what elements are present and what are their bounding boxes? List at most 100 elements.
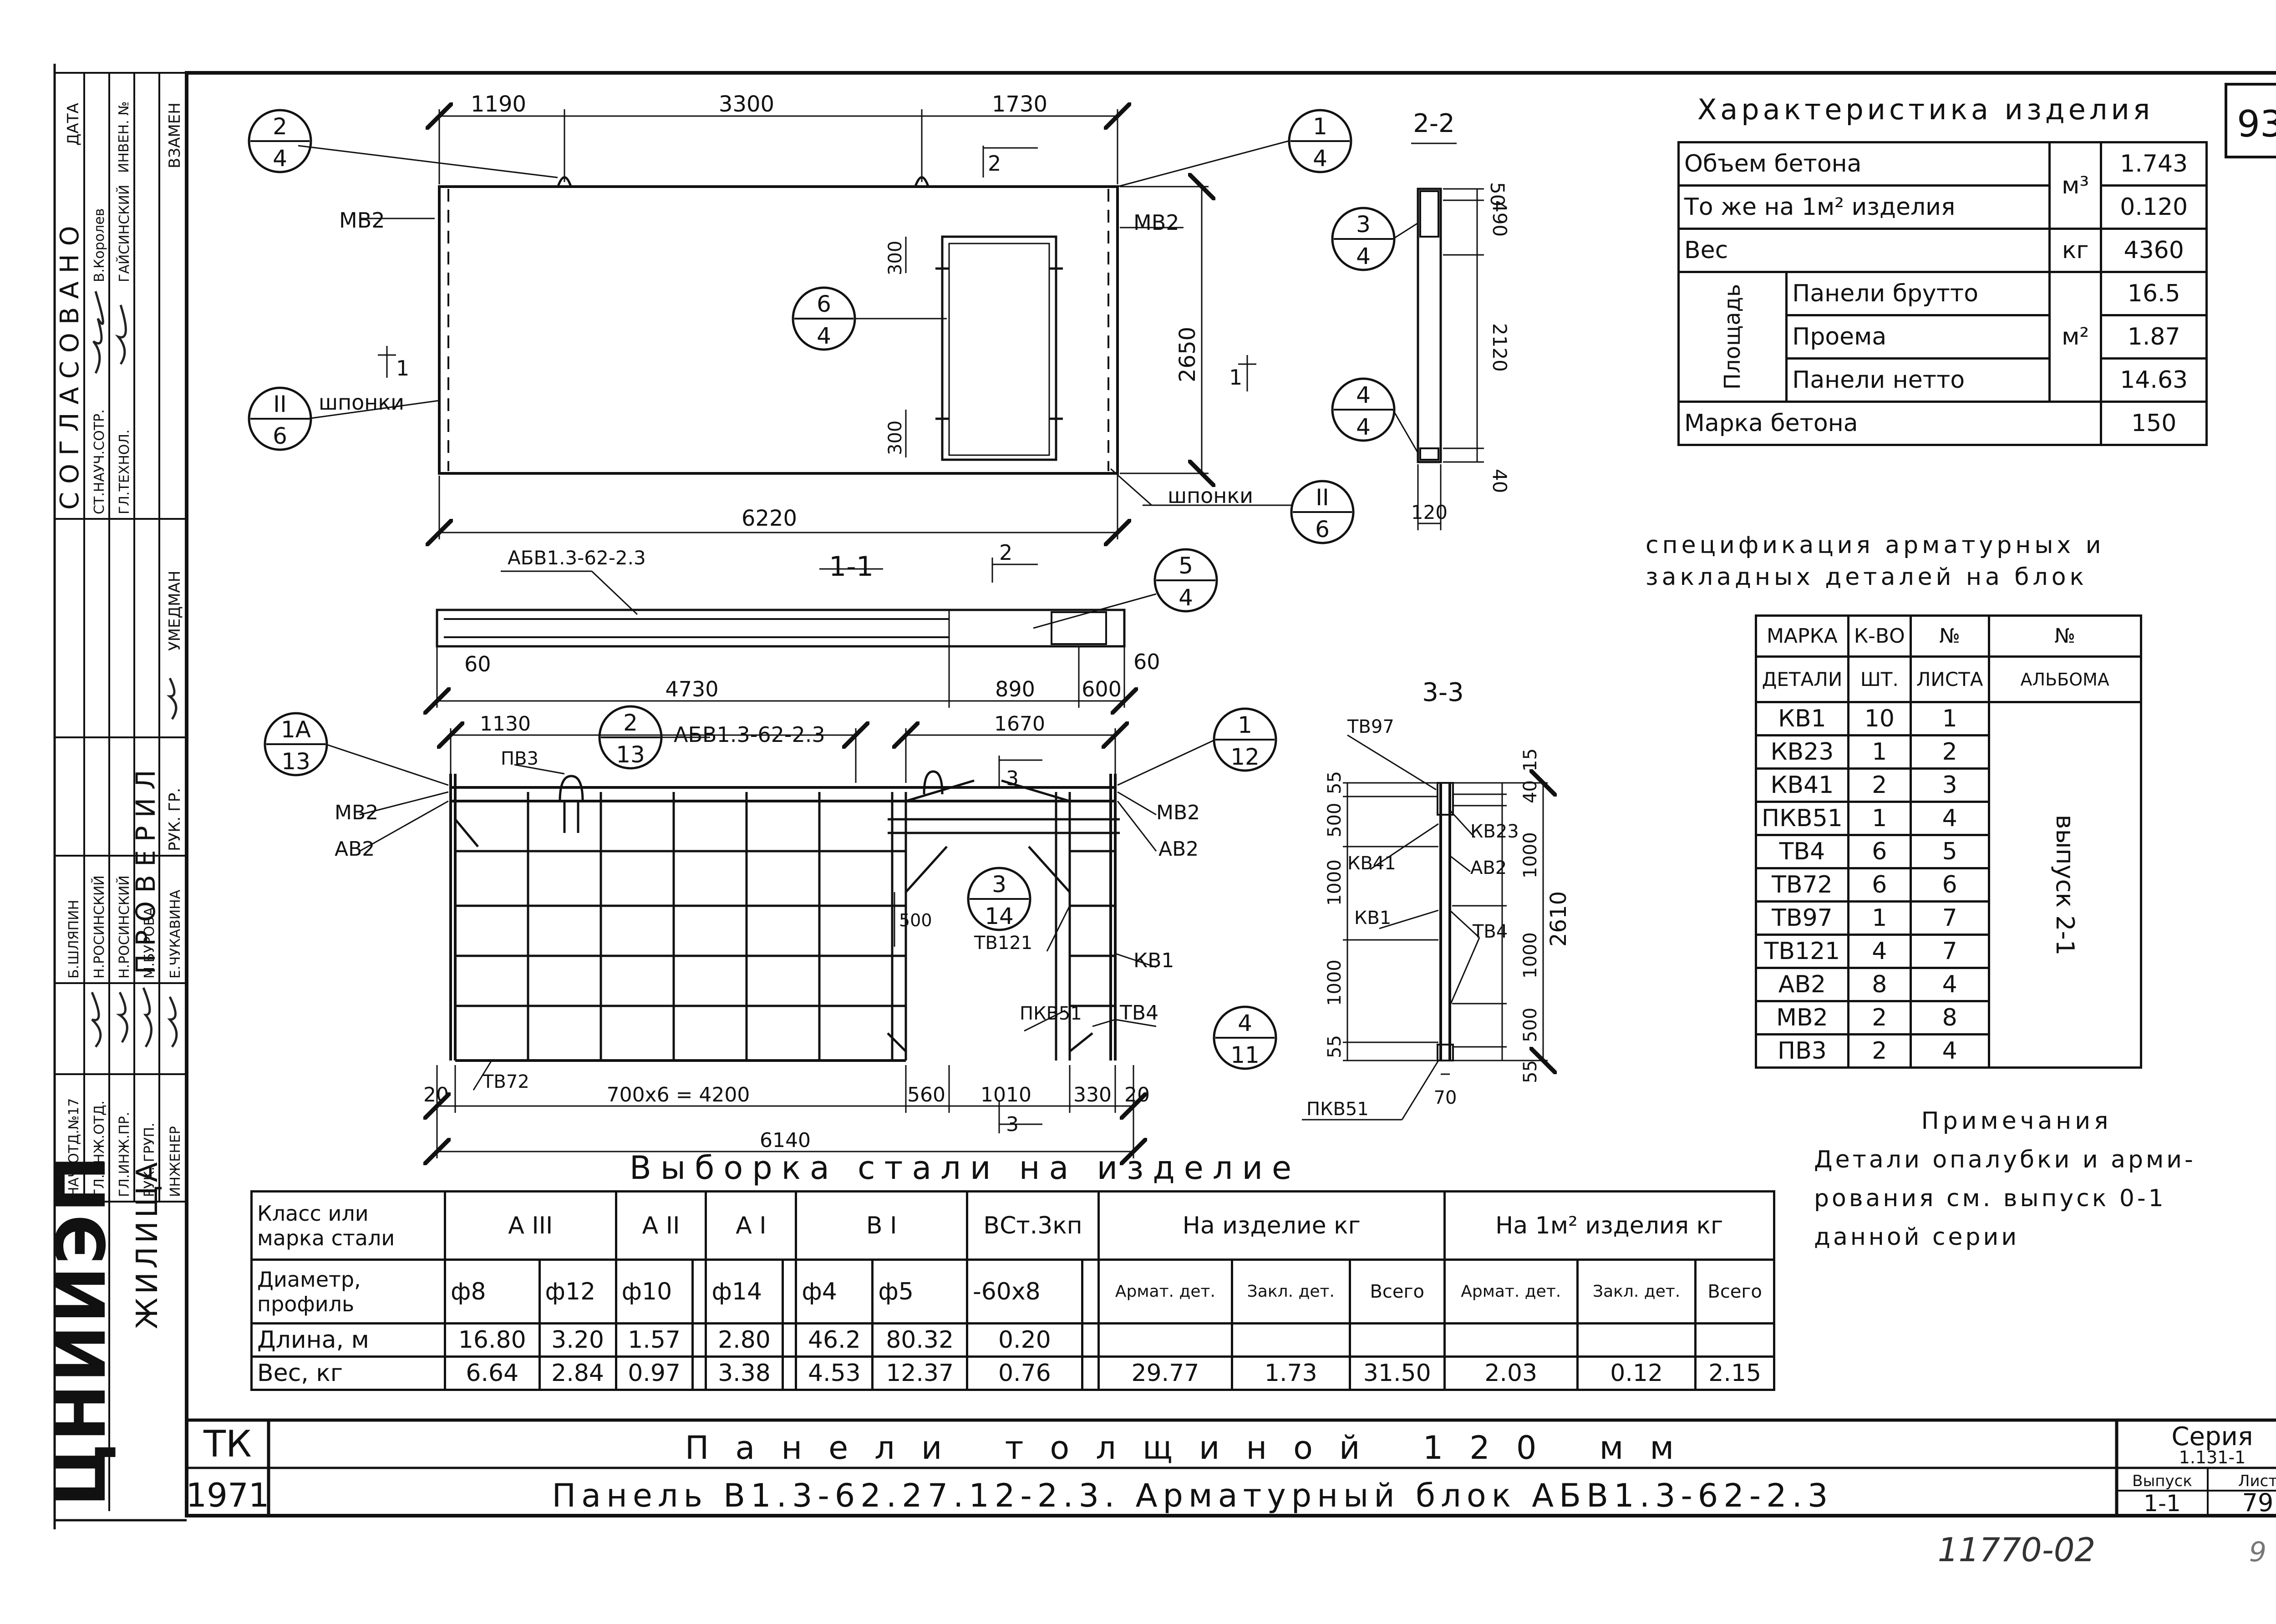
- spec-row-sheet: 3: [1909, 767, 1990, 803]
- spec-row-sheet: 1: [1909, 701, 1990, 736]
- svg-text:4: 4: [1356, 382, 1371, 408]
- section-3-3-label-kv23: КВ23: [1470, 821, 1519, 842]
- section-1-1: [437, 558, 1157, 708]
- spec-row-qty: 10: [1847, 701, 1912, 736]
- steel-total: 1.73: [1230, 1355, 1351, 1391]
- steel-length: [781, 1322, 798, 1358]
- stamp-checked-name: УМЕДМАН: [166, 571, 184, 651]
- spec-album-cell: выпуск 2-1: [1987, 701, 2142, 1069]
- svg-text:11: 11: [1230, 1042, 1260, 1068]
- spec-row-sheet: 5: [1909, 834, 1990, 869]
- steel-profile: [1081, 1259, 1100, 1325]
- spec-row-sheet: 4: [1909, 801, 1990, 836]
- stamp-staff-role-4: РУК. ГРУП.: [142, 1122, 157, 1197]
- elevation-dim-total: 6220: [742, 506, 797, 531]
- block-dim-500: 500: [899, 910, 932, 930]
- label-mv2-right: МВ2: [1133, 210, 1179, 235]
- elevation-dim-height: 2650: [1175, 327, 1200, 382]
- svg-text:2: 2: [623, 710, 638, 736]
- section-3-3-label-pkv51: ПКВ51: [1306, 1099, 1369, 1120]
- svg-text:4: 4: [273, 145, 287, 172]
- steel-total: 2.15: [1694, 1355, 1775, 1391]
- stamp-checked-title: ПРОВЕРИЛ: [130, 761, 161, 974]
- steel-profile: ф12: [538, 1259, 617, 1325]
- spec-row-qty: 6: [1847, 867, 1912, 903]
- notes-title: Примечания: [1921, 1107, 2112, 1135]
- spec-row-qty: 1: [1847, 734, 1912, 770]
- spec-row-qty: 1: [1847, 801, 1912, 836]
- callout-4-4: 44: [1331, 377, 1396, 442]
- stamp-org-text: ЖИЛИЩА: [131, 1158, 164, 1329]
- steel-class-a1: А I: [705, 1190, 798, 1261]
- spec-h2-album: АЛЬБОМА: [1987, 655, 2142, 703]
- stamp-staff-role-5: ИНЖЕНЕР: [168, 1126, 183, 1197]
- callout-5-4: 54: [1153, 548, 1218, 613]
- panel-elevation: [298, 109, 1293, 539]
- spec-h1-qty: К-ВО: [1847, 614, 1912, 658]
- spec-h2-sheet: ЛИСТА: [1909, 655, 1990, 703]
- notes-line-2: рования см. выпуск 0-1: [1814, 1185, 2166, 1212]
- title-block-text: ТК 1971 Панели толщиной 120 мм Панель В1…: [186, 93, 2276, 1569]
- steel-length: 3.20: [538, 1322, 617, 1358]
- section-1-1-dim-60-left: 60: [464, 652, 491, 676]
- steel-title: Выборка стали на изделие: [630, 1149, 1301, 1187]
- spec-h2-qty: ШТ.: [1847, 655, 1912, 703]
- elevation-dim-3300: 3300: [719, 91, 774, 117]
- svg-text:4: 4: [1356, 243, 1371, 269]
- callout-6-4: 64: [792, 286, 856, 351]
- svg-text:6: 6: [1315, 516, 1330, 543]
- section-3-3-label-tv97: ТВ97: [1347, 716, 1394, 737]
- chars-label-per-m2: То же на 1м² изделия: [1677, 184, 2051, 230]
- block-label-pkv51: ПКВ51: [1020, 1003, 1082, 1024]
- section-mark-2-top: 2: [988, 151, 1001, 176]
- section-2-2-text: 2-2 50 490 2120 40 120: [1411, 109, 1511, 523]
- section-2-2-dim-2120: 2120: [1489, 323, 1511, 372]
- spec-row-sheet: 4: [1909, 967, 1990, 1002]
- stamp-staff-role-2: ГЛ.ИНЖ.ОТД.: [91, 1101, 107, 1197]
- label-shponki-right: шпонки: [1168, 483, 1253, 508]
- characteristics-table: Объем бетона м³ 1.743 То же на 1м² издел…: [1677, 141, 2208, 446]
- svg-text:6: 6: [817, 291, 831, 317]
- section-mark-1-left: 1: [396, 356, 409, 381]
- chars-value-per-m2: 0.120: [2100, 184, 2208, 230]
- reinforcement-block-text: 1130 1670 АБВ1.3-62-2.3 20 700х6 = 4200 …: [335, 712, 1200, 1152]
- spec-row-sheet: 8: [1909, 1000, 1990, 1035]
- svg-text:3: 3: [1356, 211, 1371, 238]
- spec-row-qty: 8: [1847, 967, 1912, 1002]
- steel-class-a2: А II: [615, 1190, 707, 1261]
- steel-class-a3: А III: [444, 1190, 617, 1261]
- stamp-checked-role: РУК. ГР.: [166, 788, 184, 851]
- chars-label-weight: Вес: [1677, 228, 2051, 273]
- block-dim-20-right: 20: [1124, 1083, 1150, 1106]
- archive-code: 11770-02: [1938, 1531, 2096, 1569]
- chars-label-opening: Проема: [1785, 314, 2051, 360]
- sheet-value: 79: [2242, 1488, 2274, 1517]
- steel-hdr-profile: Диаметр, профиль: [250, 1259, 446, 1325]
- spec-row-mark: ТВ4: [1755, 834, 1849, 869]
- block-label-pv3: ПВ3: [501, 748, 539, 769]
- spec-row-sheet: 7: [1909, 934, 1990, 969]
- steel-length: 16.80: [444, 1322, 541, 1358]
- block-label: АБВ1.3-62-2.3: [674, 722, 825, 747]
- stamp-agreed-name-1: В.Королев: [91, 208, 107, 282]
- sheet-label: Лист: [2238, 1472, 2276, 1490]
- steel-weight: 2.84: [538, 1355, 617, 1391]
- steel-total: 29.77: [1097, 1355, 1233, 1391]
- steel-profile: -60х8: [965, 1259, 1083, 1325]
- svg-text:1: 1: [1238, 712, 1252, 738]
- notes-line-3: данной серии: [1814, 1223, 2019, 1251]
- steel-class-b1: В I: [795, 1190, 968, 1261]
- elevation-text: 1190 3300 1730 6220 2650 300 300 МВ2 МВ2…: [319, 91, 1253, 531]
- callout-ii-6-left: II6: [248, 386, 312, 451]
- title-block-frame: [187, 1418, 2276, 1516]
- steel-sub-col: Всего: [1348, 1259, 1446, 1325]
- steel-length: [691, 1322, 707, 1358]
- spec-row-sheet: 4: [1909, 1033, 1990, 1069]
- chars-label-net: Панели нетто: [1785, 357, 2051, 403]
- section-3-3-title: 3-3: [1422, 678, 1463, 707]
- spec-title-1: спецификация арматурных и: [1646, 532, 2105, 559]
- spec-row-mark: ПВ3: [1755, 1033, 1849, 1069]
- spec-row-sheet: 2: [1909, 734, 1990, 770]
